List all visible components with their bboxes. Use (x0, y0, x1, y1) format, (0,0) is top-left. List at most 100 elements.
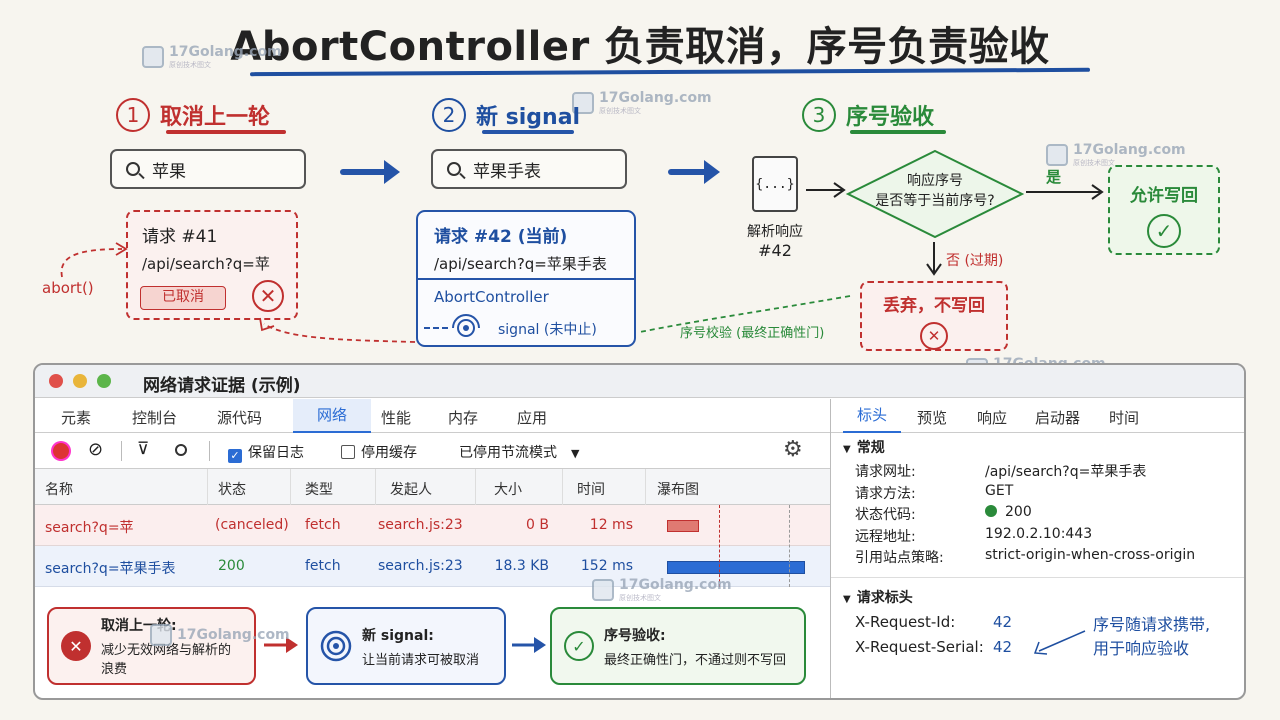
card-desc: 让当前请求可被取消 (362, 652, 480, 668)
detail-tab-timing[interactable]: 时间 (1109, 409, 1140, 427)
step-2-label: 新 signal (476, 105, 581, 130)
tab-sources[interactable]: 源代码 (217, 409, 263, 427)
watermark-logo-icon (1046, 144, 1068, 166)
row-1-name: search?q=苹 (45, 520, 134, 536)
disable-cache-checkbox[interactable]: 停用缓存 (341, 442, 417, 462)
col-type[interactable]: 类型 (305, 482, 333, 498)
header-value: 42 (993, 638, 1013, 656)
search-text-2: 苹果手表 (473, 161, 541, 182)
toolbar-divider (121, 441, 122, 461)
watermark: 17Golang.com (150, 624, 290, 646)
network-toolbar (35, 433, 830, 469)
col-status[interactable]: 状态 (218, 482, 246, 498)
allow-writeback-box: 允许写回 ✓ (1108, 165, 1220, 255)
search-icon (126, 162, 140, 176)
target-icon (320, 630, 352, 662)
col-time[interactable]: 时间 (577, 482, 605, 498)
tab-elements[interactable]: 元素 (61, 409, 92, 427)
preserve-log-checkbox[interactable]: ✓保留日志 (228, 442, 304, 463)
request-41-title: 请求 #41 (142, 227, 218, 247)
tab-memory[interactable]: 内存 (448, 409, 479, 427)
clear-icon[interactable]: ⊘ (88, 439, 104, 460)
table-header (35, 469, 830, 505)
request-41-card: 请求 #41 /api/search?q=苹 已取消 ✕ (126, 210, 298, 320)
row-2-initiator: search.js:23 (378, 558, 463, 574)
tab-application[interactable]: 应用 (517, 409, 548, 427)
summary-card-serial: ✓ 序号验收:最终正确性门，不通过则不写回 (550, 607, 806, 685)
general-value: strict-origin-when-cross-origin (985, 547, 1196, 563)
signal-icon (452, 314, 480, 337)
search-input-1[interactable]: 苹果 (110, 149, 306, 189)
cancel-x-icon: ✕ (61, 631, 91, 661)
maximize-window-button[interactable] (97, 374, 111, 388)
step-2-number: 2 (432, 98, 466, 132)
header-key: X-Request-Serial: (855, 638, 984, 656)
request-42-title: 请求 #42 (当前) (434, 227, 568, 247)
search-text-1: 苹果 (152, 161, 186, 182)
detail-tab-response[interactable]: 响应 (977, 409, 1008, 427)
throttle-select[interactable]: 已停用节流模式▼ (459, 445, 580, 461)
tab-console[interactable]: 控制台 (132, 409, 178, 427)
arrow-right-icon (264, 637, 298, 653)
tab-performance[interactable]: 性能 (381, 409, 412, 427)
general-key: 请求方法: (855, 486, 916, 502)
chevron-down-icon: ▼ (571, 447, 580, 460)
arrow-right-icon (1026, 184, 1104, 200)
watermark-logo-icon (150, 624, 172, 646)
detail-tab-preview[interactable]: 预览 (917, 409, 948, 427)
row-1-time: 12 ms (589, 517, 633, 533)
parse-response-label: 解析响应#42 (747, 224, 803, 260)
general-key: 状态代码: (855, 507, 916, 523)
arrow-right-icon (340, 160, 400, 184)
row-2-type: fetch (305, 558, 341, 574)
checkbox-checked-icon: ✓ (228, 449, 242, 463)
card-title: 新 signal: (362, 627, 434, 644)
discard-x-icon: ✕ (920, 322, 948, 350)
request-41-url: /api/search?q=苹 (142, 255, 270, 273)
general-key: 引用站点策略: (855, 550, 944, 566)
no-expired-label: 否 (过期) (946, 253, 1004, 269)
row-2-waterfall-bar (667, 561, 805, 574)
filter-icon[interactable]: ⊽ (137, 439, 150, 459)
search-icon (447, 162, 461, 176)
request-headers-section-header[interactable]: ▼请求标头 (843, 590, 913, 606)
general-value: 192.0.2.10:443 (985, 526, 1093, 542)
window-titlebar (35, 365, 1244, 398)
settings-gear-icon[interactable]: ⚙ (783, 437, 803, 462)
row-1-status: (canceled) (215, 517, 289, 533)
record-button[interactable] (53, 443, 69, 459)
toolbar-divider (209, 441, 210, 461)
col-name[interactable]: 名称 (45, 482, 73, 498)
decision-diamond (845, 149, 1025, 239)
step-3-label: 序号验收 (846, 105, 935, 130)
collapse-triangle-icon: ▼ (843, 594, 851, 605)
search-input-2[interactable]: 苹果手表 (431, 149, 627, 189)
detail-tab-headers[interactable]: 标头 (843, 399, 901, 433)
general-key: 请求网址: (855, 464, 916, 480)
general-section-header[interactable]: ▼常规 (843, 440, 885, 456)
discard-box: 丢弃，不写回 ✕ (860, 281, 1008, 351)
col-initiator[interactable]: 发起人 (390, 482, 432, 498)
divider (418, 278, 634, 280)
col-size[interactable]: 大小 (494, 482, 522, 498)
step-1-number: 1 (116, 98, 150, 132)
row-2-size: 18.3 KB (494, 558, 549, 574)
yes-label: 是 (1046, 168, 1062, 186)
serial-gate-label: 序号校验 (最终正确性门) (680, 326, 825, 341)
decision-text: 响应序号是否等于当前序号? (875, 173, 995, 209)
search-icon[interactable] (175, 444, 187, 456)
tab-network[interactable]: 网络 (293, 399, 371, 433)
window-title: 网络请求证据 (示例) (143, 376, 301, 396)
col-waterfall[interactable]: 瀑布图 (657, 482, 699, 498)
step-3-underline (850, 130, 946, 134)
detail-tab-initiator[interactable]: 启动器 (1035, 409, 1081, 427)
close-window-button[interactable] (49, 374, 63, 388)
minimize-window-button[interactable] (73, 374, 87, 388)
summary-card-cancel: ✕ 取消上一轮:减少无效网络与解析的浪费 (47, 607, 256, 685)
discard-label: 丢弃，不写回 (883, 296, 985, 316)
serial-gate-arrow (259, 295, 851, 343)
step-2-header: 2 新 signal (432, 98, 580, 132)
canceled-badge: 已取消 (140, 286, 226, 310)
